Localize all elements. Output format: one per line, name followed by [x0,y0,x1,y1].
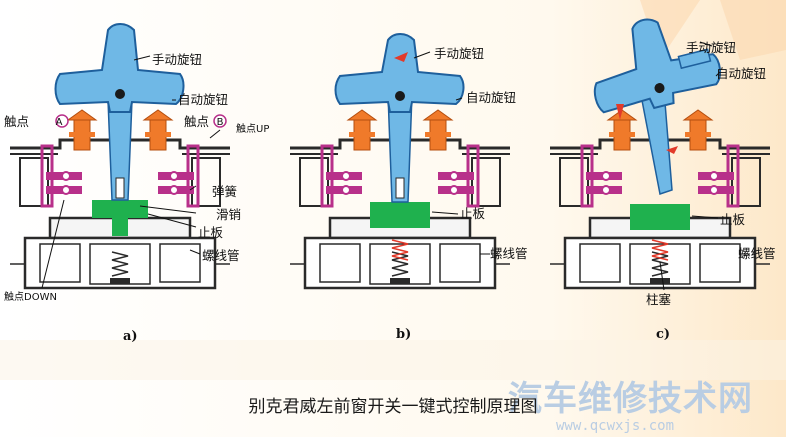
label-b-manual-knob: 手动旋钮 [434,46,484,61]
label-a-spring: 弹簧 [212,184,237,199]
contact-a-marker [55,114,69,128]
label-c-manual-knob: 手动旋钮 [686,40,736,55]
label-a-contact-down: 触点DOWN [4,290,57,303]
diagram-caption: 别克君威左前窗开关一键式控制原理图 [248,397,538,417]
panel-c [548,18,772,291]
label-c-stop-plate: 止板 [720,212,746,227]
label-b-auto-knob: 自动旋钮 [466,90,516,105]
label-a-manual-knob: 手动旋钮 [152,52,202,67]
label-a-stop-plate: 止板 [198,225,224,240]
label-c-plunger: 柱塞 [646,292,672,307]
watermark-url: www.qcwxjs.com [556,418,674,434]
panel-a [8,23,232,290]
stop-plate [630,204,690,230]
watermark-text: 汽车维修技术网 [508,379,753,419]
label-a-contact-a-mark: A [56,117,63,128]
manual-knob [334,33,465,113]
label-c-auto-knob: 自动旋钮 [716,66,766,81]
label-b-stop-plate: 止板 [460,206,486,221]
label-a-contact-b-mark: B [217,117,224,128]
auto-knob [677,48,712,70]
panel-a-letter: a) [123,329,138,344]
manual-knob [593,18,722,114]
label-a-contact-up: 触点UP [236,122,269,135]
stop-plate [92,200,148,218]
label-b-solenoid: 螺线管 [490,246,528,261]
panel-c-letter: c) [656,327,670,342]
label-a-solenoid: 螺线管 [202,248,240,263]
label-a-auto-knob: 自动旋钮 [178,92,228,107]
label-a-contact-right: 触点 [184,114,209,129]
panel-b [288,33,512,290]
panel-b-letter: b) [396,327,411,342]
label-a-slide-pin: 滑销 [216,207,241,222]
contact-b-marker [213,114,227,128]
corner-decoration [640,0,786,60]
stop-plate [370,202,430,228]
label-a-contact-left: 触点 [4,114,29,129]
manual-knob [54,23,185,113]
label-c-solenoid: 螺线管 [738,246,776,261]
